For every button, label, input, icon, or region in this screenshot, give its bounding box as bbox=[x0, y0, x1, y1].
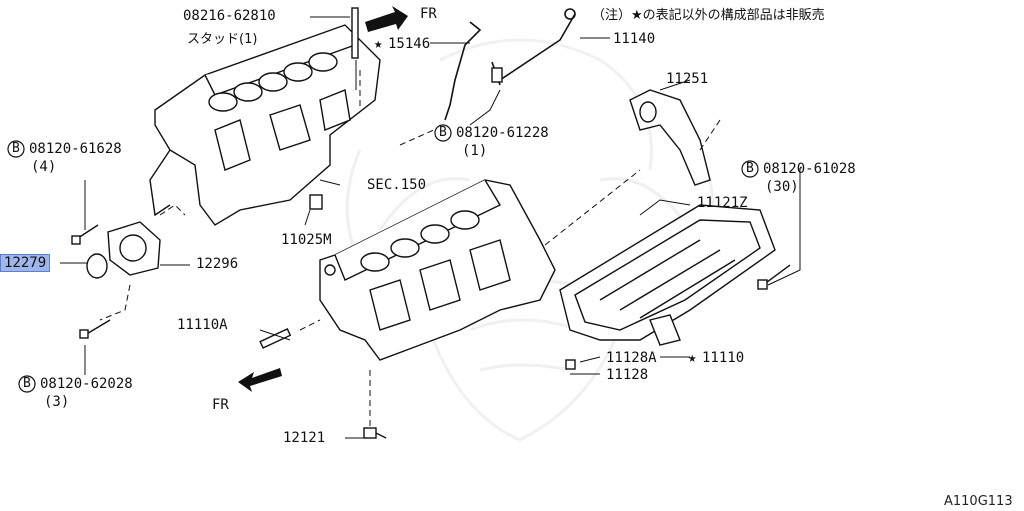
qty-08120-61028: (30) bbox=[765, 179, 799, 195]
rear-gasket bbox=[629, 89, 711, 186]
part-11110a[interactable]: 11110A bbox=[177, 317, 228, 333]
part-08120-61228[interactable]: 08120-61228 bbox=[456, 125, 549, 141]
fr-label-bottom: FR bbox=[212, 397, 229, 413]
star-icon: ★ bbox=[374, 36, 383, 52]
bolt-marker-icon-62028 bbox=[18, 375, 36, 393]
diagram-code: A110G113 bbox=[944, 494, 1013, 509]
oil-pan bbox=[559, 204, 776, 346]
part-11110[interactable]: 11110 bbox=[702, 350, 745, 366]
stud-qty-label: スタッド(1) bbox=[187, 32, 258, 47]
bolts bbox=[71, 7, 791, 439]
part-11140[interactable]: 11140 bbox=[613, 31, 656, 47]
part-11128a[interactable]: 11128A bbox=[606, 350, 657, 366]
part-11128[interactable]: 11128 bbox=[606, 367, 649, 383]
qty-08120-62028: (3) bbox=[44, 394, 70, 410]
fr-arrow-top bbox=[365, 6, 408, 32]
non-sale-note: （注）★の表記以外の構成部品は非販売 bbox=[592, 8, 825, 23]
bolt-marker-letter: B bbox=[23, 376, 31, 391]
leader-lines bbox=[60, 16, 801, 439]
upper-cylinder-block bbox=[149, 24, 381, 226]
sec-150-ref[interactable]: SEC.150 bbox=[367, 177, 427, 193]
part-11121z[interactable]: 11121Z bbox=[697, 195, 748, 211]
bolt-marker-letter: B bbox=[12, 141, 20, 156]
star-icon: ★ bbox=[688, 350, 697, 366]
part-08120-61028[interactable]: 08120-61028 bbox=[763, 161, 856, 177]
bolt-marker-icon-61028 bbox=[741, 160, 759, 178]
lower-cylinder-block bbox=[319, 179, 556, 361]
part-12279-highlighted[interactable]: 12279 bbox=[0, 254, 51, 272]
part-11025m[interactable]: 11025M bbox=[281, 232, 332, 248]
bolt-marker-icons bbox=[7, 124, 759, 393]
bolt-marker-icon-61228 bbox=[434, 124, 452, 142]
fr-arrow-bottom bbox=[238, 368, 282, 392]
dipstick-tube bbox=[444, 8, 576, 121]
bolt-marker-icon-61628 bbox=[7, 140, 25, 158]
bolt-marker-letter: B bbox=[439, 125, 447, 140]
part-15146[interactable]: 15146 bbox=[388, 36, 431, 52]
part-11251[interactable]: 11251 bbox=[666, 71, 709, 87]
qty-08120-61628: (4) bbox=[31, 159, 57, 175]
part-12121[interactable]: 12121 bbox=[283, 430, 326, 446]
fr-label-top: FR bbox=[420, 6, 437, 22]
part-12296[interactable]: 12296 bbox=[196, 256, 239, 272]
part-08120-61628[interactable]: 08120-61628 bbox=[29, 141, 122, 157]
bolt-marker-letter: B bbox=[746, 161, 754, 176]
qty-08120-61228: (1) bbox=[462, 143, 488, 159]
part-08216-62810[interactable]: 08216-62810 bbox=[183, 8, 276, 24]
part-08120-62028[interactable]: 08120-62028 bbox=[40, 376, 133, 392]
rear-seal-retainer bbox=[86, 221, 161, 279]
